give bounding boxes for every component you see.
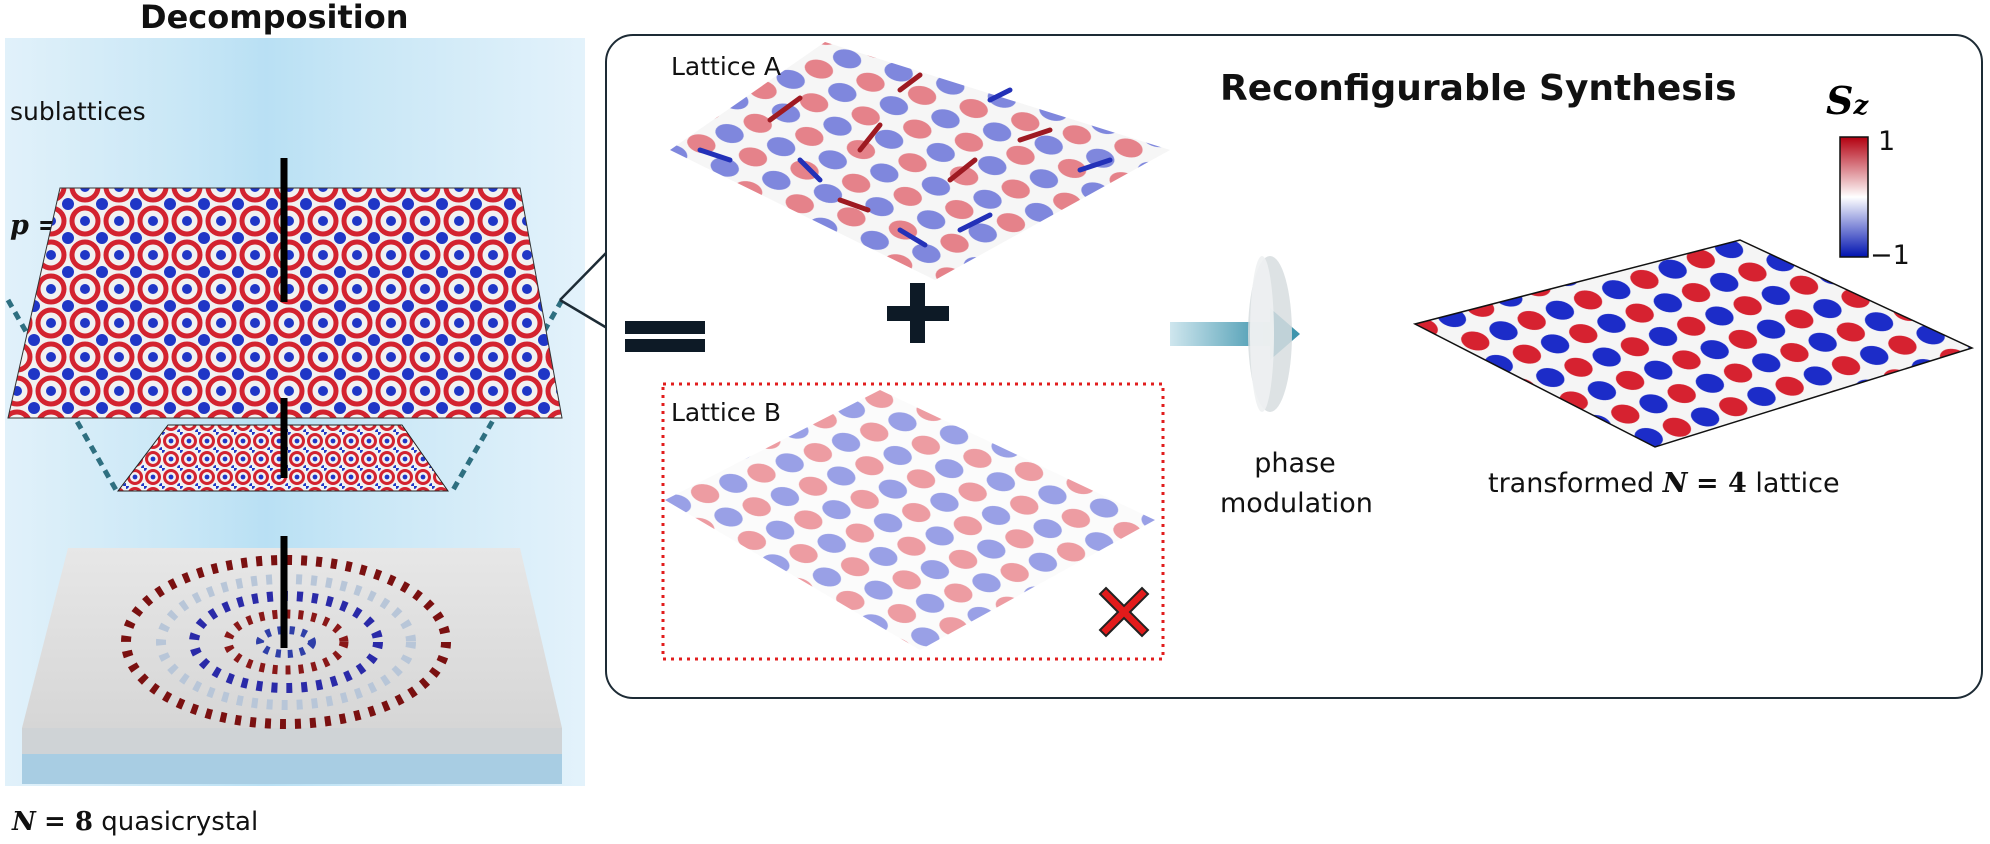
- transformed-n-value: = 4: [1696, 468, 1747, 499]
- equals-bar-top: [625, 321, 705, 334]
- callout-top: [559, 251, 608, 301]
- sz-symbol: Sz: [1826, 78, 1868, 123]
- sz-subscript: z: [1853, 91, 1869, 121]
- transformed-label: transformed N = 4 lattice: [1488, 468, 1840, 499]
- sz-colorbar: [1839, 136, 1869, 258]
- transformed-word: transformed: [1488, 468, 1655, 499]
- lattice-a-image: [670, 42, 1170, 280]
- excluded-x-icon: [1098, 586, 1150, 638]
- projection-line-left: [5, 298, 119, 492]
- plus-vertical: [910, 283, 925, 343]
- sz-s: S: [1826, 78, 1854, 123]
- transformed-lattice-image: [1412, 239, 1975, 448]
- phase-label-line1: phase: [1254, 448, 1336, 479]
- p-variable: p: [10, 210, 29, 241]
- equals-bar-bottom: [625, 339, 705, 352]
- synthesis-title: Reconfigurable Synthesis: [1220, 68, 1737, 109]
- substrate-base: [22, 754, 562, 784]
- transformed-n-variable: N: [1662, 468, 1688, 499]
- n-value: = 8: [44, 807, 93, 837]
- phase-modulation-label-2: modulation: [1220, 488, 1373, 519]
- colorbar-max-label: 1: [1878, 126, 1896, 157]
- quasicrystal-word: quasicrystal: [101, 807, 259, 837]
- lattice-b-box: [661, 382, 1165, 661]
- sublattices-label: sublattices: [10, 97, 146, 126]
- phase-label-line2: modulation: [1220, 488, 1373, 519]
- projection-line-right: [450, 298, 565, 492]
- lattice-b-image: [665, 390, 1155, 650]
- colorbar-min-label: −1: [1870, 240, 1910, 271]
- phase-modulation-label: phase: [1240, 448, 1350, 479]
- transformed-tail: lattice: [1755, 468, 1840, 499]
- quasicrystal-label: N = 8 quasicrystal: [12, 807, 258, 837]
- sublattice-upper: [8, 188, 562, 418]
- decomposition-title: Decomposition: [140, 0, 409, 36]
- lattice-a-label: Lattice A: [671, 52, 781, 81]
- callout-bottom: [559, 298, 608, 330]
- n-variable: N: [12, 807, 36, 837]
- lattice-b-label: Lattice B: [671, 398, 782, 427]
- substrate-side: [22, 728, 562, 754]
